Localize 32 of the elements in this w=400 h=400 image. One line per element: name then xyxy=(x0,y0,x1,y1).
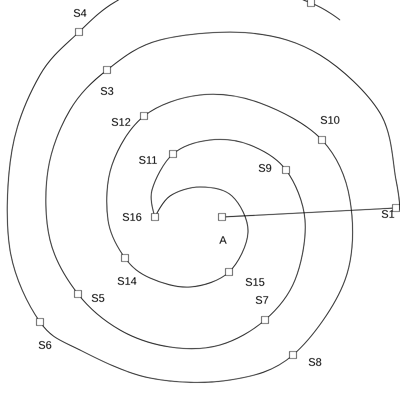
point-marker xyxy=(140,112,148,120)
point-label: A xyxy=(219,236,227,244)
point-label: S16 xyxy=(122,213,142,221)
point-marker xyxy=(282,166,290,174)
point-marker xyxy=(151,213,159,221)
point-marker xyxy=(36,318,44,326)
point-label: S3 xyxy=(100,87,114,95)
point-marker xyxy=(75,28,83,36)
point-marker xyxy=(121,254,129,262)
point-label: S11 xyxy=(139,156,157,164)
point-label: S10 xyxy=(320,116,340,124)
point-label: S7 xyxy=(256,296,268,304)
point-label: S4 xyxy=(74,9,86,17)
point-marker xyxy=(392,204,400,212)
point-marker xyxy=(218,213,226,221)
point-marker xyxy=(74,290,82,298)
point-marker xyxy=(261,316,269,324)
point-label: S9 xyxy=(258,164,272,172)
point-marker xyxy=(318,136,326,144)
point-marker xyxy=(289,351,297,359)
point-label: S5 xyxy=(92,294,104,302)
point-marker xyxy=(225,268,233,276)
point-label: S12 xyxy=(112,118,130,126)
point-label: S14 xyxy=(118,277,136,285)
point-label: S1 xyxy=(382,210,394,218)
point-marker xyxy=(103,66,111,74)
point-marker xyxy=(169,150,177,158)
point-label: S6 xyxy=(38,341,52,349)
connector-line xyxy=(225,208,393,218)
point-label: S15 xyxy=(246,278,264,286)
point-marker xyxy=(307,0,315,7)
point-label: S8 xyxy=(308,358,322,366)
